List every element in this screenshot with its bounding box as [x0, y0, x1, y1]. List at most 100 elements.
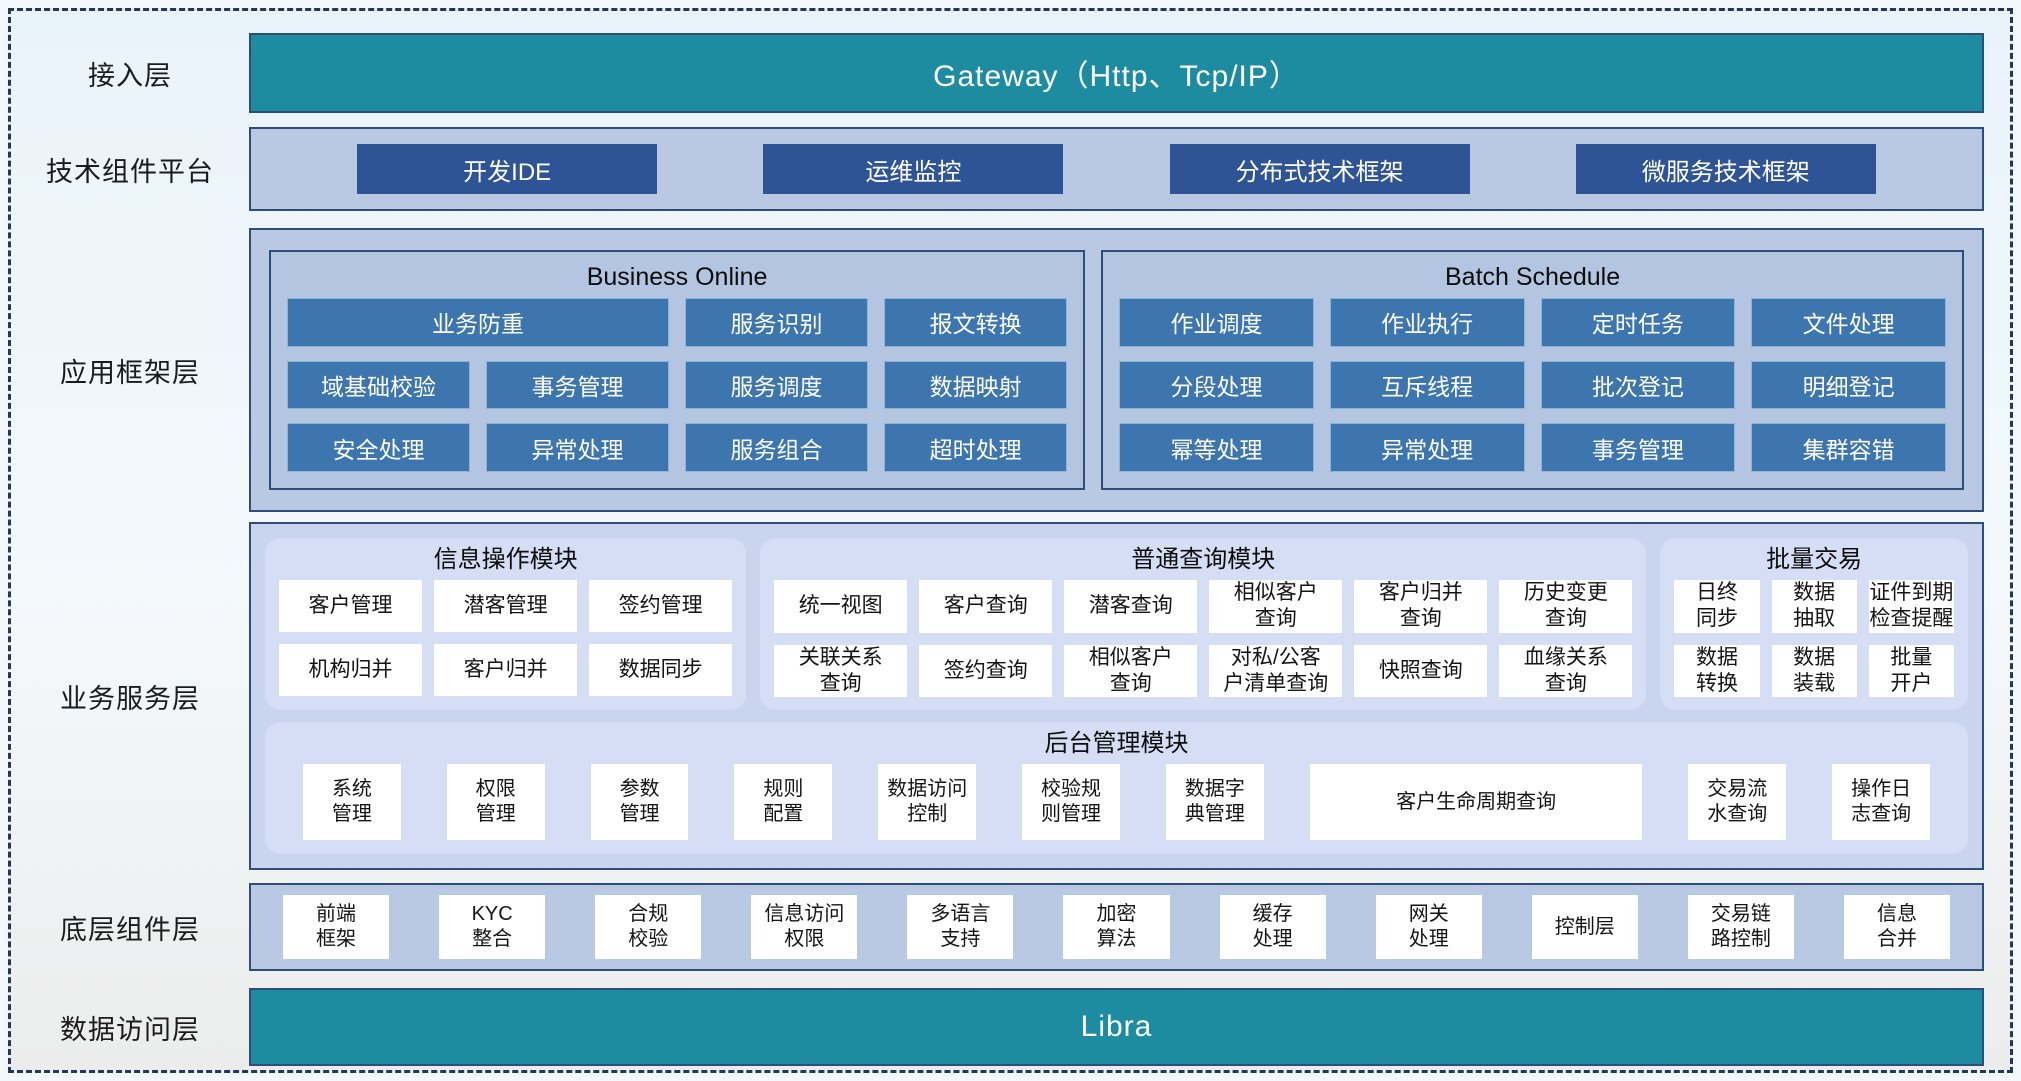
component-card: 缓存 处理 — [1219, 895, 1326, 959]
layer-row-base-components: 底层组件层 前端 框架 KYC 整合 合规 校验 信息访问 权限 多语言 支持 … — [11, 883, 1984, 971]
service-card: 签约查询 — [919, 644, 1053, 697]
service-card: 数据访问 控制 — [878, 764, 977, 840]
component-card: 加密 算法 — [1063, 895, 1170, 959]
service-card: 数据 抽取 — [1771, 580, 1857, 633]
info-operations-module: 信息操作模块 客户管理 潜客管理 签约管理 机构归并 — [265, 538, 747, 710]
function-box: 域基础校验 — [287, 360, 471, 410]
function-box: 批次登记 — [1540, 360, 1736, 410]
layer-label-business-service: 业务服务层 — [60, 683, 200, 714]
service-card: 潜客管理 — [434, 580, 578, 632]
component-card: 信息访问 权限 — [751, 895, 858, 959]
batch-schedule-title: Batch Schedule — [1444, 263, 1621, 291]
service-card: 关联关系 查询 — [774, 644, 908, 697]
batch-transaction-grid: 日终 同步 数据 抽取 证件到期 检查提醒 数据 转换 数据 装载 — [1674, 580, 1954, 697]
app-framework-container: Business Online 业务防重 服务识别 报文转换 域基础校验 — [249, 228, 1984, 512]
tech-platform-container: 开发IDE 运维监控 分布式技术框架 微服务技术框架 — [249, 127, 1984, 211]
component-card: 交易链 路控制 — [1687, 895, 1794, 959]
function-box: 文件处理 — [1751, 298, 1946, 347]
layer-row-business-service: 业务服务层 信息操作模块 客户管理 潜客管理 签约管 — [11, 522, 1984, 870]
component-card: 多语言 支持 — [907, 895, 1014, 959]
tech-component-box: 分布式技术框架 — [1169, 144, 1470, 194]
function-box: 数据映射 — [884, 360, 1068, 410]
business-service-modules: 信息操作模块 客户管理 潜客管理 签约管理 机构归并 — [265, 538, 1968, 710]
service-card: 机构归并 — [279, 644, 423, 696]
gateway-bar: Gateway（Http、Tcp/IP） — [249, 33, 1984, 113]
layer-label-access: 接入层 — [88, 60, 172, 91]
component-card: 前端 框架 — [283, 895, 390, 959]
function-box: 集群容错 — [1751, 423, 1946, 472]
batch-transaction-module: 批量交易 日终 同步 数据 抽取 证件到期 检查提醒 数据 转换 — [1660, 538, 1968, 710]
diagram-frame: 接入层 Gateway（Http、Tcp/IP） 技术组件平台 开发IDE 运维… — [8, 8, 2013, 1073]
layer-label-data-access: 数据访问层 — [60, 1014, 200, 1045]
batch-schedule-group: Batch Schedule 作业调度 作业执行 定时任务 文件处理 — [1101, 250, 1964, 490]
function-box: 互斥线程 — [1329, 360, 1525, 410]
service-card: 统一视图 — [774, 580, 908, 633]
admin-module-items: 系统 管理 权限 管理 参数 管理 规则 配置 数据访问 控制 校验规 则管理 — [279, 764, 1954, 840]
component-card: 合规 校验 — [595, 895, 702, 959]
service-card: 数据 装载 — [1771, 644, 1857, 697]
business-service-container: 信息操作模块 客户管理 潜客管理 签约管理 机构归并 — [249, 522, 1984, 870]
layer-row-app-framework: 应用框架层 Business Online 业务防重 服务识别 报文转换 — [11, 228, 1984, 512]
service-card: 规则 配置 — [734, 764, 833, 840]
function-box: 安全处理 — [287, 423, 471, 472]
service-card: 客户管理 — [279, 580, 423, 632]
function-box: 幂等处理 — [1119, 423, 1314, 472]
function-box: 异常处理 — [486, 423, 670, 472]
info-operations-grid: 客户管理 潜客管理 签约管理 机构归并 客户归并 — [279, 580, 733, 696]
component-card: 信息 合并 — [1843, 895, 1951, 959]
admin-module: 后台管理模块 系统 管理 权限 管理 参数 管理 规则 配置 数 — [265, 722, 1968, 854]
service-card: 潜客查询 — [1064, 580, 1198, 633]
batch-transaction-title: 批量交易 — [1766, 546, 1863, 573]
service-card: 证件到期 检查提醒 — [1868, 580, 1954, 633]
component-card: KYC 整合 — [439, 895, 546, 959]
service-card: 血缘关系 查询 — [1499, 644, 1633, 697]
business-online-title: Business Online — [586, 263, 768, 291]
function-box: 作业执行 — [1329, 298, 1525, 347]
service-card: 历史变更 查询 — [1499, 580, 1633, 633]
layer-row-data-access: 数据访问层 Libra — [11, 988, 1984, 1066]
component-card: 网关 处理 — [1375, 895, 1482, 959]
service-card: 校验规 则管理 — [1022, 764, 1120, 840]
tech-component-box: 微服务技术框架 — [1575, 144, 1876, 194]
service-card: 客户查询 — [919, 580, 1053, 633]
component-card: 控制层 — [1531, 895, 1638, 959]
service-card: 数据字 典管理 — [1165, 764, 1264, 840]
layer-label-app-framework: 应用框架层 — [60, 357, 200, 388]
service-card: 相似客户 查询 — [1209, 580, 1343, 633]
layer-label-tech-platform: 技术组件平台 — [46, 156, 214, 187]
service-card: 权限 管理 — [446, 764, 545, 840]
service-card: 交易流 水查询 — [1688, 764, 1787, 840]
layer-label-base-components: 底层组件层 — [60, 914, 200, 945]
batch-schedule-grid: 作业调度 作业执行 定时任务 文件处理 分段处理 互斥线程 — [1119, 298, 1946, 472]
service-card: 系统 管理 — [303, 764, 401, 840]
function-box: 服务组合 — [685, 423, 869, 472]
function-box: 服务识别 — [685, 298, 869, 347]
tech-component-box: 开发IDE — [357, 144, 658, 194]
service-card: 数据 转换 — [1674, 644, 1760, 697]
service-card: 客户归并 查询 — [1354, 580, 1488, 633]
function-box: 事务管理 — [486, 360, 670, 410]
function-box: 业务防重 — [287, 298, 670, 347]
business-online-grid: 业务防重 服务识别 报文转换 域基础校验 事务管理 服务调度 — [287, 298, 1068, 472]
tech-component-box: 运维监控 — [763, 144, 1064, 194]
business-online-group: Business Online 业务防重 服务识别 报文转换 域基础校验 — [269, 250, 1086, 490]
service-card: 快照查询 — [1354, 644, 1488, 697]
service-card: 数据同步 — [589, 644, 733, 696]
general-query-grid: 统一视图 客户查询 潜客查询 相似客户 查询 客户归并 查询 — [774, 580, 1633, 697]
function-box: 超时处理 — [884, 423, 1068, 472]
service-card: 操作日 志查询 — [1832, 764, 1931, 840]
function-box: 服务调度 — [685, 360, 869, 410]
libra-bar: Libra — [249, 988, 1984, 1066]
function-box: 报文转换 — [884, 298, 1068, 347]
service-card: 对私/公客 户清单查询 — [1209, 644, 1343, 697]
function-box: 明细登记 — [1751, 360, 1946, 410]
function-box: 作业调度 — [1119, 298, 1314, 347]
base-components-container: 前端 框架 KYC 整合 合规 校验 信息访问 权限 多语言 支持 加密 算法 … — [249, 883, 1984, 971]
service-card: 客户归并 — [434, 644, 578, 696]
general-query-module: 普通查询模块 统一视图 客户查询 潜客查询 相似客户 查询 — [760, 538, 1647, 710]
service-card: 客户生命周期查询 — [1309, 764, 1643, 840]
service-card: 日终 同步 — [1674, 580, 1760, 633]
function-box: 事务管理 — [1540, 423, 1736, 472]
function-box: 定时任务 — [1540, 298, 1736, 347]
